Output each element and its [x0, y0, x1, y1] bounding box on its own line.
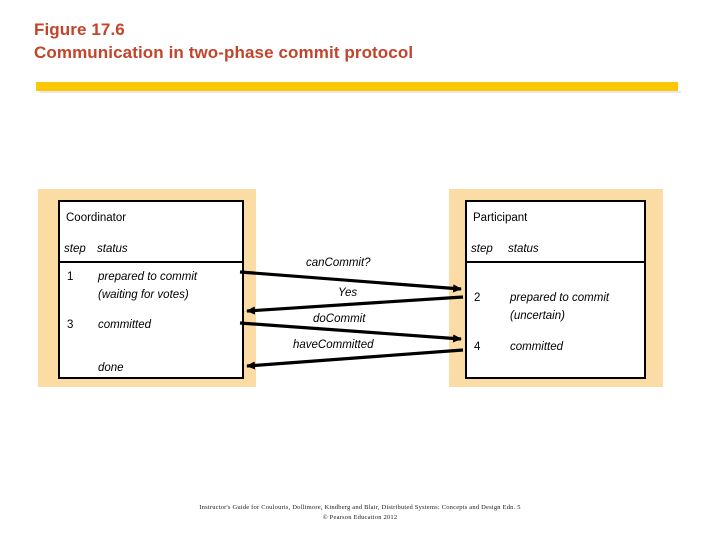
- coordinator-role-label: Coordinator: [66, 212, 127, 224]
- footer-line-2: © Pearson Education 2012: [322, 514, 398, 521]
- coordinator-row-status: committed: [98, 319, 152, 331]
- coordinator-column-status: status: [97, 243, 128, 255]
- participant-column-status: status: [508, 243, 539, 255]
- participant-row-status: committed: [510, 341, 564, 353]
- arrow-yes: [246, 295, 464, 315]
- page-title: Figure 17.6 Communication in two-phase c…: [34, 18, 674, 64]
- arrow-docommit: [239, 321, 462, 343]
- coordinator-row-status: prepared to commit: [98, 271, 198, 283]
- accent-bar-shadow: [39, 91, 681, 93]
- participant-row-status: prepared to commit: [510, 292, 610, 304]
- participant-row-status-note: (uncertain): [510, 310, 565, 322]
- coordinator-row-step: 1: [67, 271, 74, 283]
- accent-bar: [36, 82, 678, 91]
- message-label-havecommitted: haveCommitted: [293, 339, 374, 351]
- message-label-docommit: doCommit: [313, 313, 366, 325]
- coordinator-header-divider: [58, 261, 244, 263]
- participant-row-step: 2: [474, 292, 481, 304]
- participant-role-label: Participant: [473, 212, 528, 224]
- participant-row-step: 4: [474, 341, 481, 353]
- title-line-2: Communication in two-phase commit protoc…: [34, 43, 414, 62]
- message-label-yes: Yes: [338, 287, 358, 299]
- participant-column-step: step: [471, 243, 493, 255]
- footer-line-1: Instructor's Guide for Coulouris, Dollim…: [199, 504, 521, 511]
- participant-box: [465, 200, 646, 379]
- participant-header-divider: [465, 261, 646, 263]
- coordinator-row-status: done: [98, 362, 124, 374]
- footer-citation: Instructor's Guide for Coulouris, Dollim…: [0, 503, 720, 523]
- message-label-cancommit: canCommit?: [306, 257, 371, 269]
- arrow-havecommitted: [246, 348, 464, 370]
- title-line-1: Figure 17.6: [34, 20, 125, 39]
- coordinator-column-step: step: [64, 243, 86, 255]
- coordinator-row-step: 3: [67, 319, 74, 331]
- coordinator-row-status-note: (waiting for votes): [98, 289, 189, 301]
